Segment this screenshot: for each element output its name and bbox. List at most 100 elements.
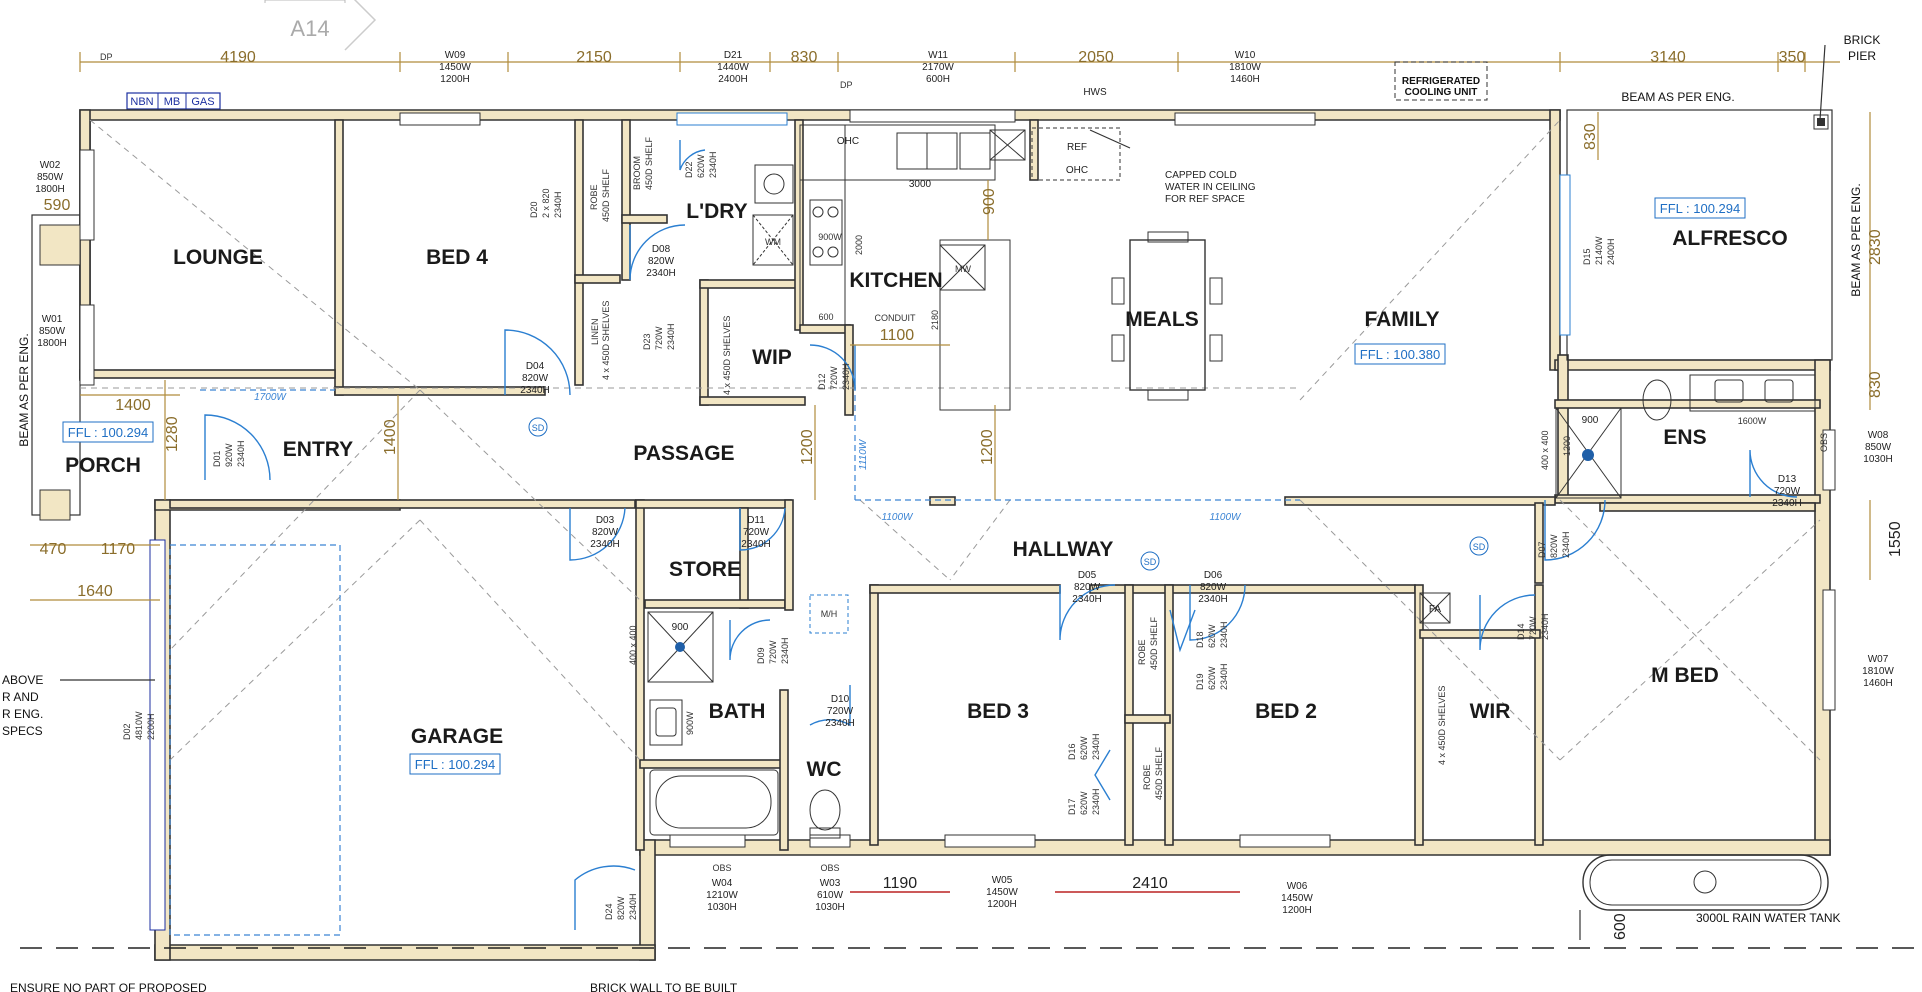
room-mbed: M BED (1651, 664, 1719, 687)
room-wir: WIR (1470, 700, 1511, 723)
d24-tag: D24 (604, 903, 614, 920)
w07-tag: W07 (1868, 654, 1889, 665)
dim-left-470: 470 (40, 541, 67, 558)
w08-height: 1030H (1863, 454, 1892, 465)
room-garage: GARAGE (411, 725, 503, 748)
capped-line-3: FOR REF SPACE (1165, 194, 1245, 205)
brick-wall-note: BRICK WALL TO BE BUILT (590, 981, 738, 992)
d19-tag: D19 (1195, 673, 1205, 690)
d10-height: 2340H (825, 718, 854, 729)
mw-label: MW (955, 264, 971, 274)
utility-meters: NBN MB GAS (126, 92, 221, 110)
obs-w03: OBS (820, 863, 839, 873)
dim-top-350: 350 (1779, 49, 1806, 66)
d03-width: 820W (592, 527, 619, 538)
obs-ens: OBS (1819, 433, 1829, 452)
window-tags-top: W09 1450W 1200H D21 1440W 2400H W11 2170… (439, 50, 1261, 90)
d04-tag: D04 (526, 361, 545, 372)
room-store: STORE (669, 558, 741, 581)
beam-right-label: BEAM AS PER ENG. (1849, 183, 1863, 296)
room-wip: WIP (752, 346, 792, 369)
wip-shelves-label: 4 x 450D SHELVES (722, 316, 732, 395)
d24-height: 2340H (628, 893, 638, 920)
bath900w-label: 900W (685, 711, 695, 735)
room-kitchen: KITCHEN (849, 269, 942, 292)
dim-top-830: 830 (791, 49, 818, 66)
room-alfresco: ALFRESCO (1672, 227, 1788, 250)
interior-walls (79, 119, 1821, 851)
w10-height: 1460H (1230, 74, 1259, 85)
d02-tag: D02 (122, 723, 132, 740)
left-dimensions: 590 1400 1280 470 1170 1640 (30, 197, 181, 601)
d19-height: 2340H (1219, 663, 1229, 690)
bath900-label: 900 (672, 622, 689, 633)
w07-height: 1460H (1863, 678, 1892, 689)
dp-label: DP (100, 52, 113, 62)
ohc-label-2: OHC (1066, 165, 1088, 176)
dp-top-kitchen: DP (840, 80, 853, 90)
d16-height: 2340H (1091, 733, 1101, 760)
k3000-label: 3000 (909, 179, 932, 190)
d05-height: 2340H (1072, 594, 1101, 605)
d06-width: 820W (1200, 582, 1227, 593)
room-wc: WC (807, 758, 842, 781)
ensure-note: ENSURE NO PART OF PROPOSED (10, 981, 207, 992)
d21-width: 1440W (717, 62, 749, 73)
w11-width: 2170W (922, 62, 954, 73)
d03-tag: D03 (596, 515, 615, 526)
dim-alfresco-830b: 830 (1867, 371, 1884, 398)
robe-label-bed3: ROBE (1137, 639, 1147, 665)
robe-label-bed2: ROBE (1142, 764, 1152, 790)
d20-height: 2340H (553, 191, 563, 218)
w01-tag: W01 (42, 314, 63, 325)
d15-tag: D15 (1582, 248, 1592, 265)
ffl-alfresco: FFL : 100.294 (1660, 201, 1740, 216)
misc-labels: BEAM AS PER ENG. BEAM AS PER ENG. BEAM A… (2, 87, 1863, 992)
k2000-label: 2000 (854, 235, 864, 255)
linen-shelves-label: 4 x 450D SHELVES (601, 301, 611, 380)
w03-tag: W03 (820, 878, 841, 889)
w08-tag: W08 (1868, 430, 1889, 441)
d10-width: 720W (827, 706, 854, 717)
dim-left-1640: 1640 (77, 583, 113, 600)
above-line-1: ABOVE (2, 673, 43, 687)
room-ens: ENS (1663, 426, 1706, 449)
d02-height: 2200H (146, 713, 156, 740)
dim-passage-1200b: 1200 (979, 429, 996, 465)
d14-width: 720W (1528, 616, 1538, 640)
d12-tag: D12 (817, 373, 827, 390)
dining-table (1111, 231, 1223, 401)
d03-height: 2340H (590, 539, 619, 550)
d13-tag: D13 (1778, 474, 1797, 485)
d09-height: 2340H (780, 637, 790, 664)
ref-label: REF (1067, 142, 1087, 153)
w11-tag: W11 (928, 50, 948, 61)
d23-tag: D23 (642, 333, 652, 350)
section-marker-a14: A14 (264, 0, 377, 51)
w06-height: 1200H (1282, 905, 1311, 916)
bottom-dimensions: 1190 2410 (20, 875, 1922, 949)
d01-width: 920W (224, 443, 234, 467)
d17-width: 620W (1079, 791, 1089, 815)
k600-label: 600 (818, 312, 833, 322)
kitchen-fixtures (752, 124, 1131, 411)
broom-shelf-label: 450D SHELF (644, 136, 654, 190)
ens1600w-label: 1600W (1738, 416, 1767, 426)
ffl-family: FFL : 100.380 (1360, 347, 1440, 362)
above-line-3: R ENG. (2, 707, 43, 721)
d08-tag: D08 (652, 244, 671, 255)
w10-tag: W10 (1235, 50, 1256, 61)
room-ldry: L'DRY (686, 200, 747, 223)
d02-width: 4810W (134, 711, 144, 740)
d07-tag: D07 (1537, 541, 1547, 558)
d05-tag: D05 (1078, 570, 1097, 581)
d06-tag: D06 (1204, 570, 1223, 581)
k900w-label: 900W (818, 232, 842, 242)
brick-pier-callout: BRICK PIER (1819, 33, 1880, 121)
w1700-label: 1700W (254, 392, 287, 403)
tank-label: 3000L RAIN WATER TANK (1696, 911, 1841, 925)
d16-width: 620W (1079, 736, 1089, 760)
w01-width: 850W (39, 326, 66, 337)
smoke-detectors: SD SD SD (528, 417, 1489, 571)
ensuite-fixtures (1555, 374, 1816, 499)
